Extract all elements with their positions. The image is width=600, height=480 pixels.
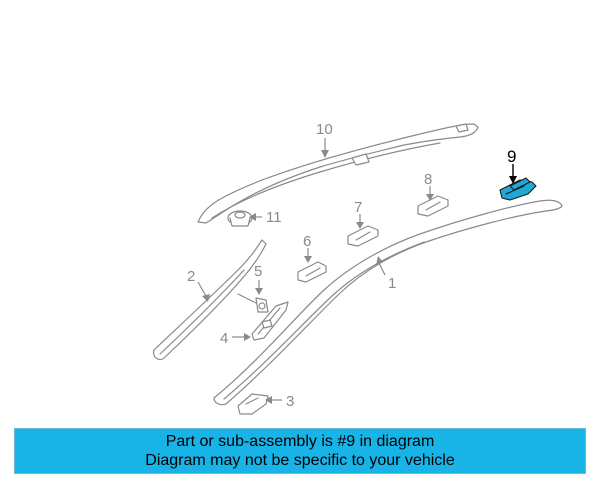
leader-lines (197, 138, 434, 404)
callout-1: 1 (388, 275, 396, 292)
banner-line-1: Part or sub-assembly is #9 in diagram (165, 433, 435, 450)
callout-10: 10 (316, 121, 333, 138)
part-7-clip[interactable] (347, 225, 379, 247)
part-6-clip[interactable] (297, 261, 327, 283)
callout-6: 6 (303, 233, 311, 250)
part-4-bracket[interactable] (251, 301, 289, 341)
callout-11: 11 (266, 209, 282, 226)
banner-line-2: Diagram may not be specific to your vehi… (145, 452, 455, 469)
leader-9 (509, 164, 517, 184)
callout-7: 7 (354, 199, 362, 216)
info-banner: Part or sub-assembly is #9 in diagram Di… (14, 428, 586, 474)
part-9-clip-highlighted[interactable] (499, 177, 537, 201)
part-10-roof-rail[interactable] (197, 123, 479, 224)
callout-2: 2 (187, 268, 195, 285)
part-3-clip[interactable] (237, 393, 269, 415)
callout-5: 5 (254, 263, 262, 280)
part-5-screw[interactable] (237, 293, 269, 313)
part-11-nut[interactable] (227, 210, 253, 227)
part-8-clip[interactable] (417, 195, 449, 217)
callout-9: 9 (507, 147, 516, 166)
parts-diagram: 10 1 2 3 4 5 6 7 8 11 9 (153, 121, 563, 415)
part-2-molding[interactable] (153, 239, 267, 361)
callout-4: 4 (220, 330, 228, 347)
callout-3: 3 (286, 393, 294, 410)
callout-8: 8 (424, 171, 432, 188)
part-1-molding[interactable] (213, 199, 563, 406)
